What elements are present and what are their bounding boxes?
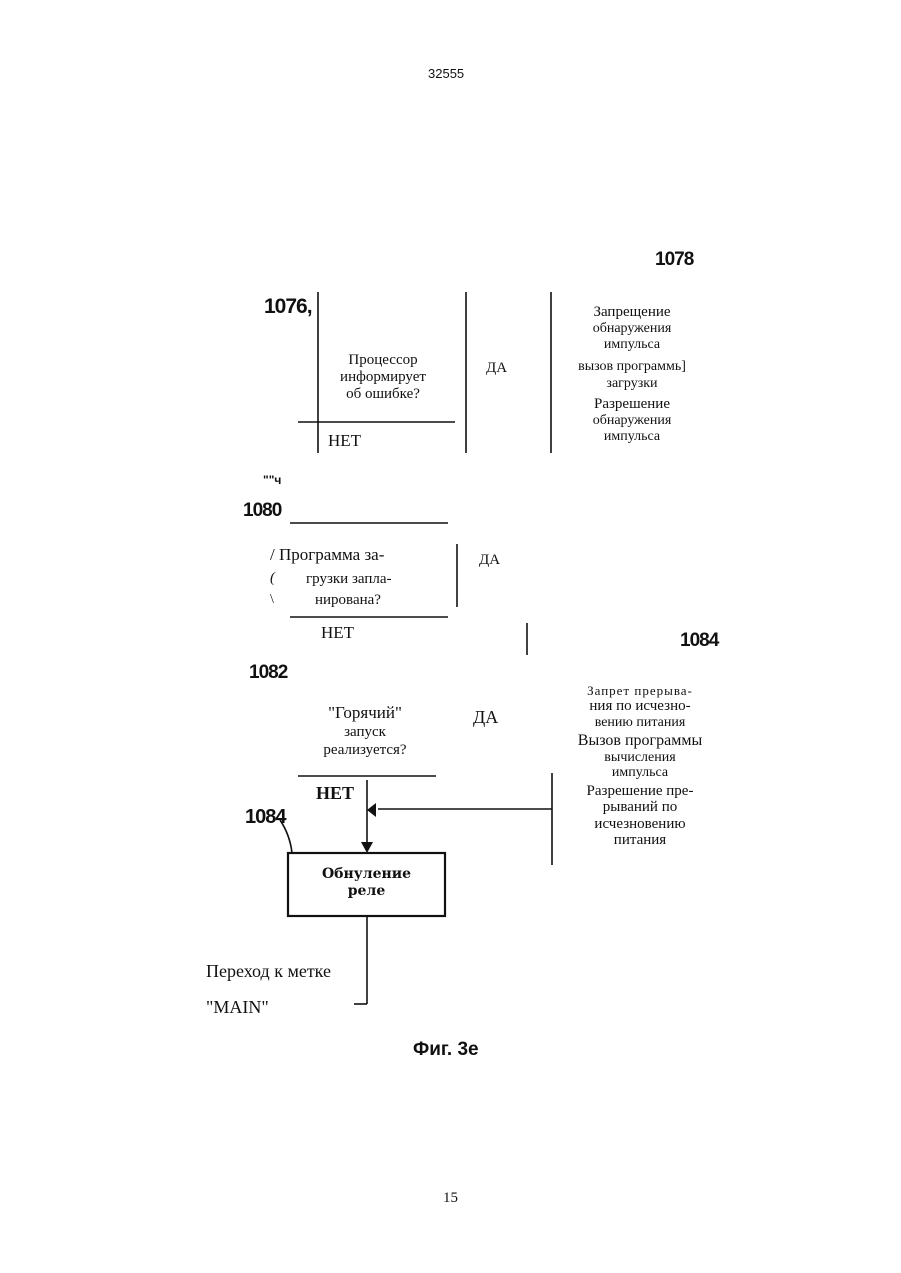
label-1080: 1080 xyxy=(243,501,281,520)
action-line: Разрешение пре- xyxy=(554,783,726,800)
block1-yes-label: ДА xyxy=(486,361,507,376)
block2-paren-close: \ xyxy=(270,593,274,607)
label-1078: 1078 xyxy=(655,250,693,269)
action-line: импульса xyxy=(558,337,706,353)
block2-paren-open: ( xyxy=(270,571,275,586)
action-line: загрузки xyxy=(558,376,706,392)
label-1076: 1076, xyxy=(264,296,312,317)
action-line: рываний по xyxy=(554,799,726,816)
block2-no-label: НЕТ xyxy=(321,624,354,641)
action-line: обнаружения xyxy=(558,413,706,429)
exit-text-line2: "MAIN" xyxy=(206,998,269,1016)
action-line: импульса xyxy=(554,765,726,780)
action-line: питания xyxy=(554,832,726,849)
action-line: Разрешение xyxy=(558,396,706,413)
block3-no-label: НЕТ xyxy=(316,784,354,802)
block1-actions: Запрещение обнаружения импульса вызов пр… xyxy=(558,304,706,445)
label-1082: 1082 xyxy=(249,663,287,682)
action-line: Вызов программы xyxy=(554,732,726,750)
box-line: Обнуление xyxy=(288,866,445,883)
block1-question-line: Процессор xyxy=(318,352,448,369)
action-line: импульса xyxy=(558,429,706,445)
block1-question-line: информирует xyxy=(318,369,448,386)
block3-yes-label: ДА xyxy=(473,708,498,726)
action-line: вызов программь] xyxy=(558,359,706,375)
block3-question-line: запуск xyxy=(290,723,440,741)
label-1084-left: 1084 xyxy=(245,807,286,827)
action-line: вению питания xyxy=(554,715,726,730)
block1-question: Процессор информирует об ошибке? xyxy=(318,352,448,402)
block2-question-line3: нирована? xyxy=(315,593,381,608)
block2-question-line2: грузки запла- xyxy=(306,572,392,587)
exit-text-line1: Переход к метке xyxy=(206,962,331,980)
box-line: реле xyxy=(288,883,445,900)
action-line: обнаружения xyxy=(558,321,706,337)
block2-yes-label: ДА xyxy=(479,553,500,568)
reset-relay-box: Обнуление реле xyxy=(288,866,445,900)
block2-question-line1: / Программа за- xyxy=(270,546,384,563)
block1-question-line: об ошибке? xyxy=(318,386,448,403)
mark-text: ""ч xyxy=(263,474,281,486)
block3-actions: Запрет прерыва- ния по исчезно- вению пи… xyxy=(554,684,726,849)
block3-question: "Горячий" запуск реализуется? xyxy=(290,703,440,759)
page-number: 15 xyxy=(443,1191,458,1206)
block1-no-label: НЕТ xyxy=(328,432,361,449)
action-line: исчезновению xyxy=(554,816,726,833)
block3-question-line: "Горячий" xyxy=(290,703,440,723)
block3-question-line: реализуется? xyxy=(290,741,440,759)
label-1084-right: 1084 xyxy=(680,631,718,650)
action-line: Запрет прерыва- xyxy=(554,684,726,698)
figure-caption: Фиг. 3е xyxy=(413,1040,479,1059)
action-line: ния по исчезно- xyxy=(554,698,726,715)
action-line: вычисления xyxy=(554,750,726,765)
action-line: Запрещение xyxy=(558,304,706,321)
